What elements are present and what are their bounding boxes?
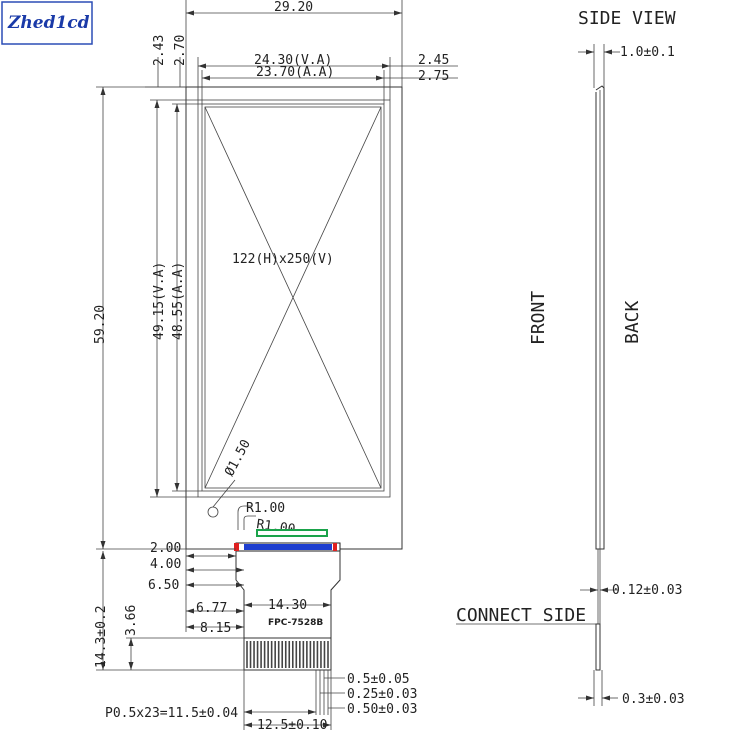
hole-diameter-label: Ø1.50: [222, 437, 254, 479]
logo-text: Zhed1cd: [7, 13, 90, 33]
side-view: SIDE VIEW 1.0±0.1 FRONT BACK 0.12±0.03 C…: [456, 8, 685, 707]
outer-panel-outline: [185, 86, 403, 550]
mounting-hole: [207, 506, 219, 518]
radius-1-corner: [237, 505, 252, 530]
pin-width-label: 0.5±0.05: [347, 672, 410, 687]
top-offset-va-label: 2.43: [152, 35, 167, 66]
dim-815-label: 8.15: [200, 621, 231, 636]
thickness-label: 1.0±0.1: [620, 45, 675, 60]
dim-200-label: 2.00: [150, 541, 181, 556]
front-label: FRONT: [528, 291, 549, 345]
active-area-outline: [201, 103, 385, 492]
front-view: 122(H)x250(V) Ø1.50 R1.00 R1.00 FPC-7528…: [185, 86, 403, 671]
panel-side-outline: [595, 85, 605, 550]
blue-bond-strip: [244, 544, 332, 550]
connect-side-label: CONNECT SIDE: [456, 605, 586, 626]
dim-400-label: 4.00: [150, 557, 181, 572]
pin-pitch-label: 0.50±0.03: [347, 702, 417, 717]
front-dimensions: 29.20 24.30(V.A) 23.70(A.A) 2.45 2.75 2.…: [93, 0, 458, 733]
view-area-outline: [197, 99, 391, 498]
fpc-thickness-label: 0.12±0.03: [612, 583, 682, 598]
fpc-length-label: 14.3±0.2: [94, 605, 109, 668]
brand-logo: Zhed1cd: [1, 1, 93, 45]
va-width-label: 24.30(V.A): [254, 53, 332, 68]
fpc-stiffener: [243, 637, 332, 671]
height-total-label: 59.20: [93, 305, 108, 344]
fpc-width-label: 14.30: [268, 598, 307, 613]
side-view-title: SIDE VIEW: [578, 8, 676, 29]
red-marker-left: [234, 543, 239, 551]
hole-leader: [212, 479, 236, 508]
connector-thickness-label: 0.3±0.03: [622, 692, 685, 707]
radius-1-label: R1.00: [246, 501, 285, 516]
green-adhesive-strip: [256, 529, 328, 537]
va-height-label: 49.15(V.A): [152, 262, 167, 340]
connector-width-label: 12.5±0.10: [257, 718, 327, 733]
dim-650-label: 6.50: [148, 578, 179, 593]
aa-width-label: 23.70(A.A): [256, 65, 334, 80]
radius-2-corner: [243, 515, 256, 530]
resolution-label: 122(H)x250(V): [232, 252, 334, 267]
logo-frame: [1, 1, 93, 45]
connector-stiffener-side: [595, 623, 601, 671]
diagonal-2: [204, 106, 382, 489]
fpc-contact-pins: [246, 641, 329, 668]
pitch-total-label: P0.5x23=11.5±0.04: [105, 706, 238, 721]
dim-677-label: 6.77: [196, 601, 227, 616]
right-offset-va-label: 2.45: [418, 53, 449, 68]
pin-gap-label: 0.25±0.03: [347, 687, 417, 702]
stiffener-label: 3.66: [124, 605, 139, 636]
active-area-inner: [204, 106, 382, 489]
right-offset-aa-label: 2.75: [418, 69, 449, 84]
back-label: BACK: [622, 300, 643, 344]
top-offset-aa-label: 2.70: [173, 35, 188, 66]
width-total-label: 29.20: [274, 0, 313, 15]
fpc-part-label: FPC-7528B: [268, 618, 323, 628]
aa-height-label: 48.55(A.A): [171, 262, 186, 340]
red-marker-right: [333, 543, 337, 551]
